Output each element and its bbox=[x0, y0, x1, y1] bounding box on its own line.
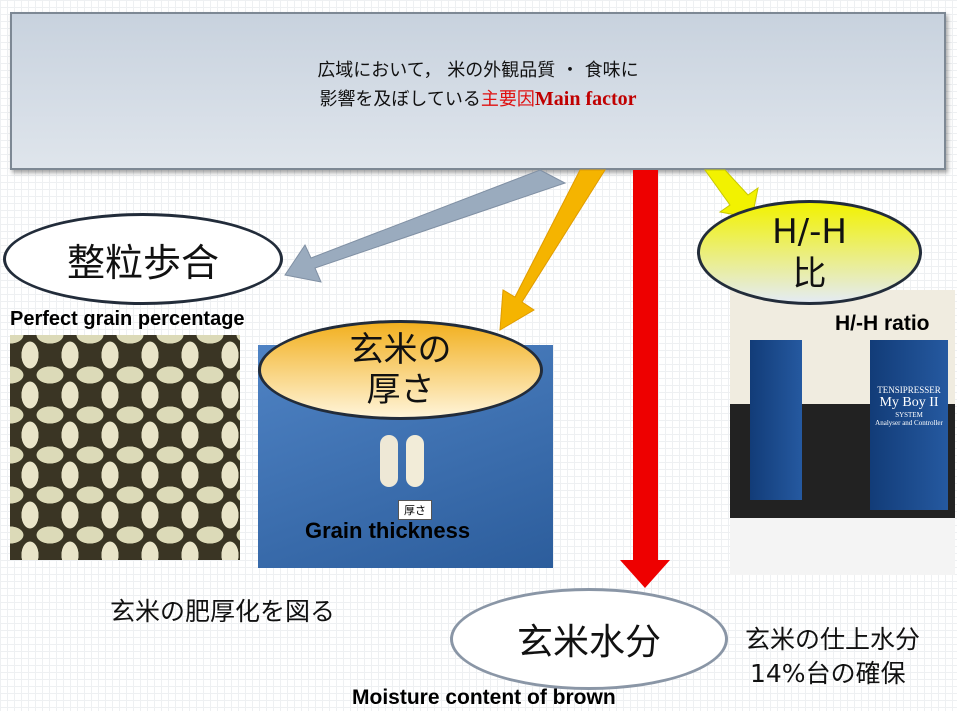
header-line1: 広域において， 米の外観品質 ・ 食味に bbox=[317, 60, 639, 81]
grain-thickness-jp2: 厚さ bbox=[366, 370, 435, 410]
hh-ratio-jp1: H/-H bbox=[772, 211, 847, 252]
grain-shape bbox=[380, 435, 398, 487]
tester-column bbox=[750, 340, 802, 500]
moisture-note-2: 14%台の確保 bbox=[750, 659, 906, 688]
machine-model: My Boy II bbox=[879, 395, 939, 410]
yellow-arrow bbox=[704, 169, 759, 219]
header-line2: 影響を及ぼしている主要因Main factor bbox=[12, 85, 944, 114]
grain-thickness-jp1: 玄米の bbox=[349, 330, 452, 370]
machine-system: SYSTEM bbox=[895, 411, 923, 419]
machine-brand: TENSIPRESSER bbox=[877, 385, 941, 395]
hh-ratio-en: H/-H ratio bbox=[835, 312, 930, 335]
grain-thickness-ellipse: 玄米の厚さ bbox=[258, 320, 543, 420]
perfect-grain-en: Perfect grain percentage bbox=[10, 308, 245, 330]
perfect-grain-ellipse: 整粒歩合 bbox=[3, 213, 283, 305]
grain-shape bbox=[406, 435, 424, 487]
red-arrow bbox=[620, 170, 670, 588]
grain-thickness-en: Grain thickness bbox=[305, 518, 471, 543]
moisture-jp: 玄米水分 bbox=[516, 622, 661, 663]
perfect-grain-jp: 整粒歩合 bbox=[66, 240, 219, 285]
hh-ratio-jp2: 比 bbox=[792, 253, 827, 294]
orange-arrow bbox=[499, 169, 606, 331]
moisture-note-1: 玄米の仕上水分 bbox=[745, 625, 921, 654]
thickness-tag: 厚さ bbox=[398, 500, 432, 520]
main-factor-jp: 主要因 bbox=[480, 89, 535, 110]
gray-arrow bbox=[284, 169, 567, 283]
rice-grains-photo bbox=[10, 335, 240, 560]
main-factor-box: 広域において， 米の外観品質 ・ 食味に 影響を及ぼしている主要因Main fa… bbox=[10, 12, 946, 170]
main-factor-en: Main factor bbox=[534, 88, 637, 110]
header-line2-text: 影響を及ぼしている bbox=[319, 89, 481, 110]
tensipresser-photo: TENSIPRESSER My Boy II SYSTEM Analyser a… bbox=[730, 290, 955, 575]
thickness-note: 玄米の肥厚化を図る bbox=[110, 597, 336, 626]
analyser-unit: TENSIPRESSER My Boy II SYSTEM Analyser a… bbox=[870, 340, 948, 510]
moisture-en: Moisture content of brown bbox=[352, 686, 616, 709]
machine-subtitle: Analyser and Controller bbox=[875, 419, 943, 427]
moisture-ellipse: 玄米水分 bbox=[450, 588, 728, 690]
